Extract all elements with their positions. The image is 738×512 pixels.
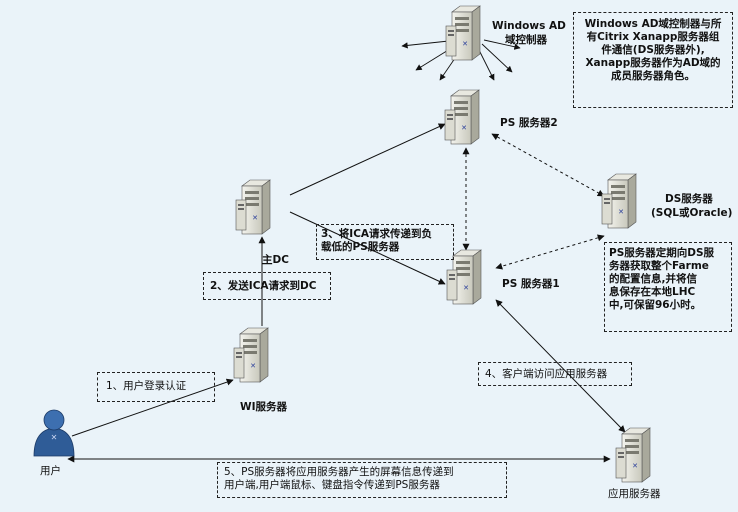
step1-text: 1、用户登录认证 xyxy=(106,380,187,392)
step2-box: 2、发送ICA请求到DC xyxy=(203,272,331,300)
ds-note-line: 中,可保留96小时。 xyxy=(609,299,702,311)
svg-text:✕: ✕ xyxy=(51,433,58,442)
ds-label-line1: DS服务器 xyxy=(665,193,713,205)
app-server-icon xyxy=(615,427,651,483)
wi-server-icon xyxy=(233,327,269,383)
ad-note-line: Xanapp服务器作为AD域的 xyxy=(585,57,721,69)
step4-text: 4、客户端访问应用服务器 xyxy=(485,368,608,380)
step5-text-line1: 5、PS服务器将应用服务器产生的屏幕信息传递到 xyxy=(224,466,454,478)
user-icon: ✕ xyxy=(33,409,75,457)
connections xyxy=(67,123,626,463)
ds-note-line: PS服务器定期向DS服 xyxy=(609,247,715,259)
step4-box: 4、客户端访问应用服务器 xyxy=(478,362,632,386)
step3-box: 3、将ICA请求传递到负 载低的PS服务器 xyxy=(316,224,454,260)
main-dc-label: 主DC xyxy=(262,254,289,266)
ps2-server-icon xyxy=(444,89,480,145)
step1-box: 1、用户登录认证 xyxy=(97,372,215,402)
link-user-wi xyxy=(71,378,234,437)
link-dc-ps1 xyxy=(289,211,446,285)
ad-note-line: Windows AD域控制器与所 xyxy=(584,18,722,30)
ds-note-line: 息保存在本地LHC xyxy=(609,286,696,298)
user-label: 用户 xyxy=(40,465,61,477)
ds-database-server-icon xyxy=(601,173,637,229)
ad-note-box: Windows AD域控制器与所 有Citrix Xanapp服务器组 件通信(… xyxy=(573,12,733,108)
link-dc-ps2 xyxy=(289,123,446,196)
step3-text-line2: 载低的PS服务器 xyxy=(321,241,400,253)
ad-controller-server-icon xyxy=(445,5,481,61)
ad-controller-label-line2: 域控制器 xyxy=(505,34,547,46)
step5-text-line2: 用户端,用户端鼠标、键盘指令传递到PS服务器 xyxy=(224,479,440,491)
link-ps2-ds xyxy=(491,133,605,197)
ad-note-line: 件通信(DS服务器外), xyxy=(601,44,705,56)
app-server-label: 应用服务器 xyxy=(608,488,661,500)
ds-label-line2: (SQL或Oracle) xyxy=(651,207,733,219)
step5-box: 5、PS服务器将应用服务器产生的屏幕信息传递到 用户端,用户端鼠标、键盘指令传递… xyxy=(217,462,507,498)
ad-controller-label-line1: Windows AD xyxy=(492,20,566,32)
main-dc-server-icon xyxy=(235,179,271,235)
ds-note-line: 务器获取整个Farme xyxy=(609,260,709,272)
ps2-label: PS 服务器2 xyxy=(500,117,558,129)
step3-text-line1: 3、将ICA请求传递到负 xyxy=(321,228,433,240)
step2-text: 2、发送ICA请求到DC xyxy=(210,280,317,292)
ps1-label: PS 服务器1 xyxy=(502,278,560,290)
wi-label: WI服务器 xyxy=(240,401,287,413)
ad-note-line: 成员服务器角色。 xyxy=(611,70,695,82)
link-app-ps1 xyxy=(495,299,626,433)
ad-note-line: 有Citrix Xanapp服务器组 xyxy=(586,31,720,43)
link-ds-ps1 xyxy=(495,234,605,270)
ds-note-line: 的配置信息,并将信 xyxy=(609,273,697,285)
ds-note-box: PS服务器定期向DS服 务器获取整个Farme 的配置信息,并将信 息保存在本地… xyxy=(604,242,732,332)
